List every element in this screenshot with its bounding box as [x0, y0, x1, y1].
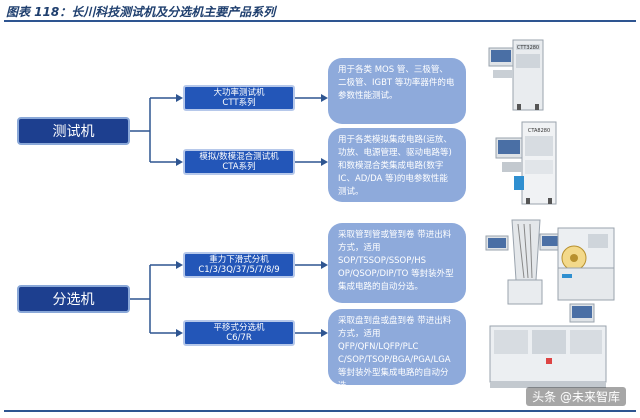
arrowhead-pick: [176, 329, 183, 337]
cta-label: CTA8280: [528, 128, 550, 134]
gravity-sorter-image-1: [485, 219, 543, 305]
product-cta-name: 模拟/数模混合测试机: [199, 152, 279, 162]
product-ctt: 大功率测试机 CTT系列: [183, 85, 295, 111]
arrowhead-gravity-desc: [321, 261, 328, 269]
product-gravity-name: 重力下滑式分机: [209, 255, 269, 265]
figure-title: 图表 118：长川科技测试机及分选机主要产品系列: [6, 5, 276, 19]
arrowhead-gravity: [176, 261, 183, 269]
ctt-label: CTT3280: [517, 45, 539, 51]
product-pick-name: 平移式分选机: [213, 323, 265, 333]
arrowhead-cta: [176, 158, 183, 166]
arrowhead-pick-desc: [321, 329, 328, 337]
product-pick-series: C6/7R: [226, 333, 252, 343]
product-cta-series: CTA系列: [222, 162, 256, 172]
watermark: 头条 @未来智库: [526, 387, 626, 406]
product-pick-place-sorter: 平移式分选机 C6/7R: [183, 320, 295, 346]
product-ctt-name: 大功率测试机: [213, 88, 265, 98]
ctt-tester-image: CTT3280: [488, 39, 544, 111]
description-gravity: 采取管到管或管到卷 带进出料方式，适用 SOP/TSSOP/SSOP/HS OP…: [328, 223, 466, 303]
arrowhead-cta-desc: [321, 158, 328, 166]
product-gravity-series: C1/3/3Q/37/5/7/8/9: [198, 265, 280, 275]
arrowhead-ctt: [176, 94, 183, 102]
product-ctt-series: CTT系列: [222, 98, 256, 108]
product-cta: 模拟/数模混合测试机 CTA系列: [183, 149, 295, 175]
category-test-machine: 测试机: [17, 117, 130, 145]
description-cta: 用于各类模拟集成电路(运放、功放、电源管理、驱动电路等)和数模混合类集成电路(数…: [328, 128, 466, 202]
description-ctt: 用于各类 MOS 管、三极管、二极管、IGBT 等功率器件的电参数性能测试。: [328, 58, 466, 124]
title-rule: [4, 20, 636, 22]
arrowhead-ctt-desc: [321, 94, 328, 102]
description-pick: 采取盘到盘或盘到卷 带进出料方式，适用 QFP/QFN/LQFP/PLC C/S…: [328, 309, 466, 385]
pick-place-sorter-image: [489, 303, 607, 388]
product-gravity-sorter: 重力下滑式分机 C1/3/3Q/37/5/7/8/9: [183, 252, 295, 278]
gravity-sorter-image-2: [539, 227, 615, 301]
category-sorting-machine: 分选机: [17, 285, 130, 313]
bottom-rule: [4, 410, 636, 412]
cta-tester-image: CTA8280: [495, 121, 557, 205]
